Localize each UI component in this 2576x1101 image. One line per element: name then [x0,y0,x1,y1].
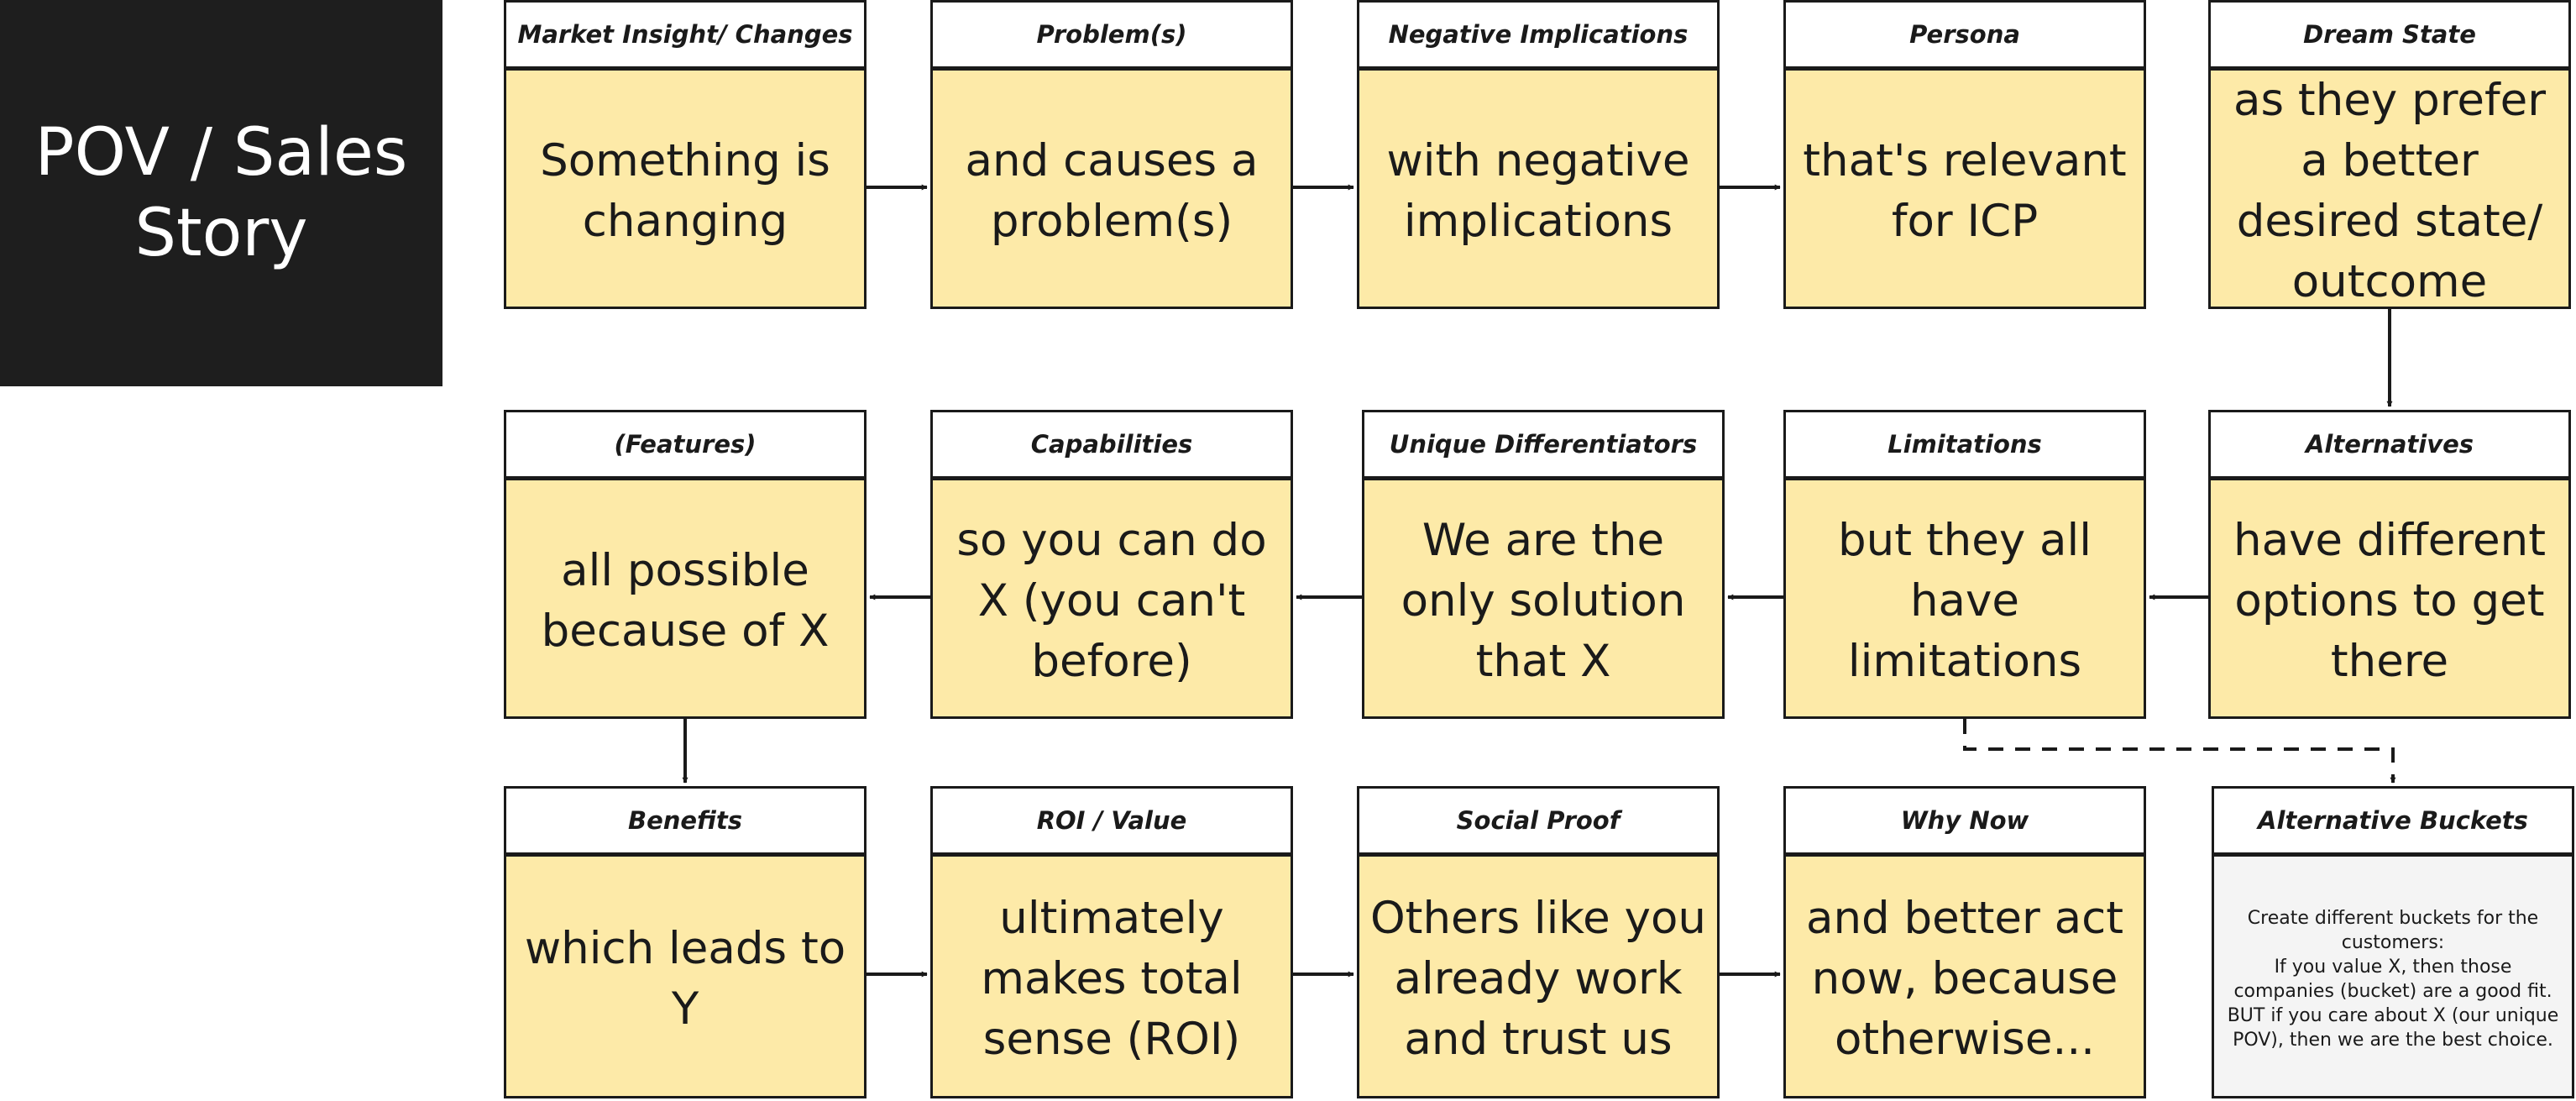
title-block: POV / Sales Story [0,0,442,386]
card-benefits: Benefits which leads to Y [504,786,867,1098]
card-body: but they all have limitations [1838,514,2092,687]
card-header: Problem(s) [933,3,1291,71]
card-header: Alternatives [2211,412,2568,480]
card-social-proof: Social Proof Others like you already wor… [1357,786,1720,1098]
card-body: Something is changing [540,134,830,247]
card-unique-differentiators: Unique Differentiators We are the only s… [1362,410,1725,719]
card-header: Why Now [1786,789,2144,857]
card-body: We are the only solution that X [1401,514,1686,687]
card-header: Social Proof [1359,789,1717,857]
card-problems: Problem(s) and causes a problem(s) [930,0,1293,309]
card-header: Dream State [2211,3,2568,71]
card-header: Benefits [506,789,864,857]
card-header: Negative Implications [1359,3,1717,71]
card-header: Persona [1786,3,2144,71]
card-body: Create different buckets for the custome… [2227,907,2559,1051]
card-alternative-buckets: Alternative Buckets Create different buc… [2212,786,2574,1098]
card-features: (Features) all possible because of X [504,410,867,719]
card-header: Alternative Buckets [2214,789,2572,857]
card-body: which leads to Y [524,922,846,1035]
card-roi-value: ROI / Value ultimately makes total sense… [930,786,1293,1098]
card-header: Unique Differentiators [1364,412,1722,480]
card-header: Market Insight/ Changes [506,3,864,71]
card-limitations: Limitations but they all have limitation… [1783,410,2146,719]
card-market-insight: Market Insight/ Changes Something is cha… [504,0,867,309]
card-header: Limitations [1786,412,2144,480]
card-body: as they prefer a better desired state/ o… [2233,74,2547,307]
card-body: have different options to get there [2233,514,2546,687]
card-capabilities: Capabilities so you can do X (you can't … [930,410,1293,719]
card-body: ultimately makes total sense (ROI) [981,892,1243,1065]
card-body: all possible because of X [541,544,830,657]
card-body: and better act now, because otherwise... [1805,892,2123,1065]
card-persona: Persona that's relevant for ICP [1783,0,2146,309]
dashed-arrow-limitations-to-buckets [1963,719,2396,784]
card-body: that's relevant for ICP [1803,134,2127,247]
card-dream-state: Dream State as they prefer a better desi… [2208,0,2571,309]
card-body: Others like you already work and trust u… [1369,892,1707,1065]
card-negative-implications: Negative Implications with negative impl… [1357,0,1720,309]
card-body: and causes a problem(s) [965,134,1259,247]
card-header: Capabilities [933,412,1291,480]
card-body: with negative implications [1386,134,1690,247]
diagram-title: POV / Sales Story [34,115,408,271]
card-header: ROI / Value [933,789,1291,857]
card-why-now: Why Now and better act now, because othe… [1783,786,2146,1098]
card-header: (Features) [506,412,864,480]
card-body: so you can do X (you can't before) [956,514,1267,687]
card-alternatives: Alternatives have different options to g… [2208,410,2571,719]
